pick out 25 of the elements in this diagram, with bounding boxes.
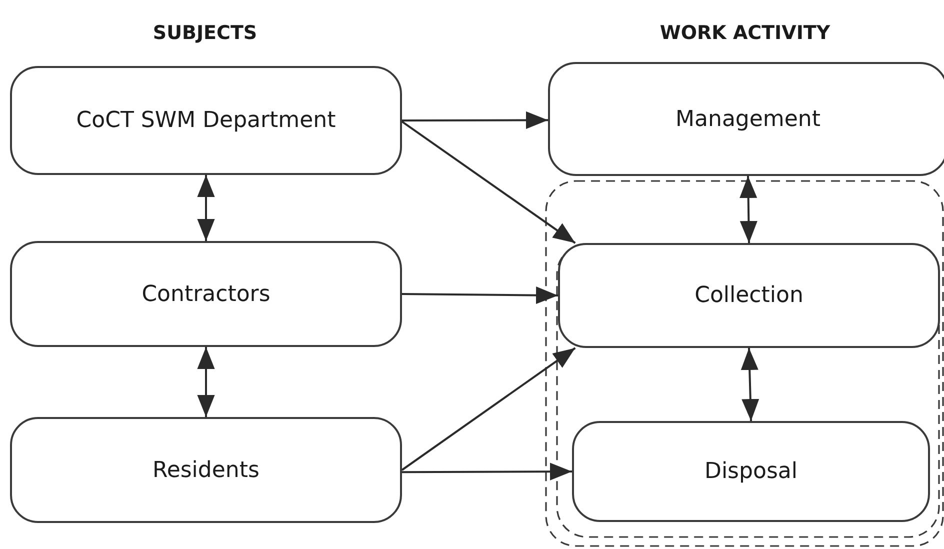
arrow bbox=[401, 120, 576, 244]
process-box bbox=[548, 62, 944, 176]
node-label: Disposal bbox=[704, 459, 798, 484]
process-box bbox=[558, 243, 940, 348]
arrow bbox=[197, 347, 215, 417]
arrow bbox=[740, 176, 758, 244]
column-heading: SUBJECTS bbox=[152, 22, 258, 44]
process-box bbox=[572, 421, 930, 522]
dashed-group-box bbox=[545, 180, 944, 547]
process-box bbox=[10, 241, 402, 347]
arrow bbox=[401, 347, 576, 471]
process-box bbox=[10, 66, 402, 175]
node-label: Management bbox=[676, 106, 820, 132]
node-label: Collection bbox=[694, 283, 804, 308]
process-box bbox=[10, 417, 402, 523]
node-label: Residents bbox=[152, 458, 260, 482]
arrow bbox=[197, 175, 215, 241]
arrow bbox=[402, 462, 572, 480]
node-label: CoCT SWM Department bbox=[76, 108, 336, 133]
column-heading: WORK ACTIVITY bbox=[660, 22, 830, 44]
arrow bbox=[402, 286, 558, 304]
dashed-group-box bbox=[556, 243, 940, 538]
arrow bbox=[740, 348, 760, 422]
node-label: Contractors bbox=[142, 282, 270, 306]
arrow bbox=[402, 111, 548, 129]
